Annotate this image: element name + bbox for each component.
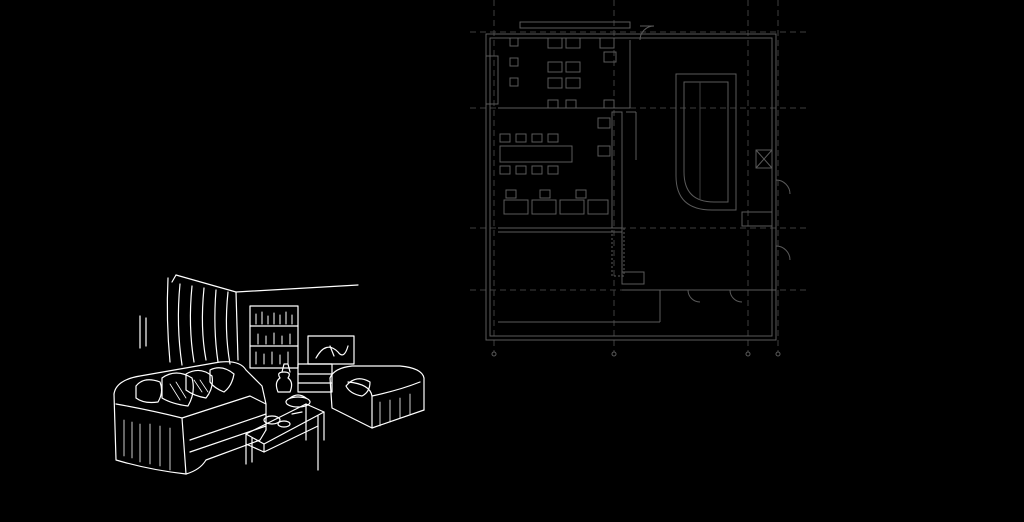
living-room-sketch-icon: [113, 274, 425, 475]
floor-plan-icon: [470, 0, 808, 357]
